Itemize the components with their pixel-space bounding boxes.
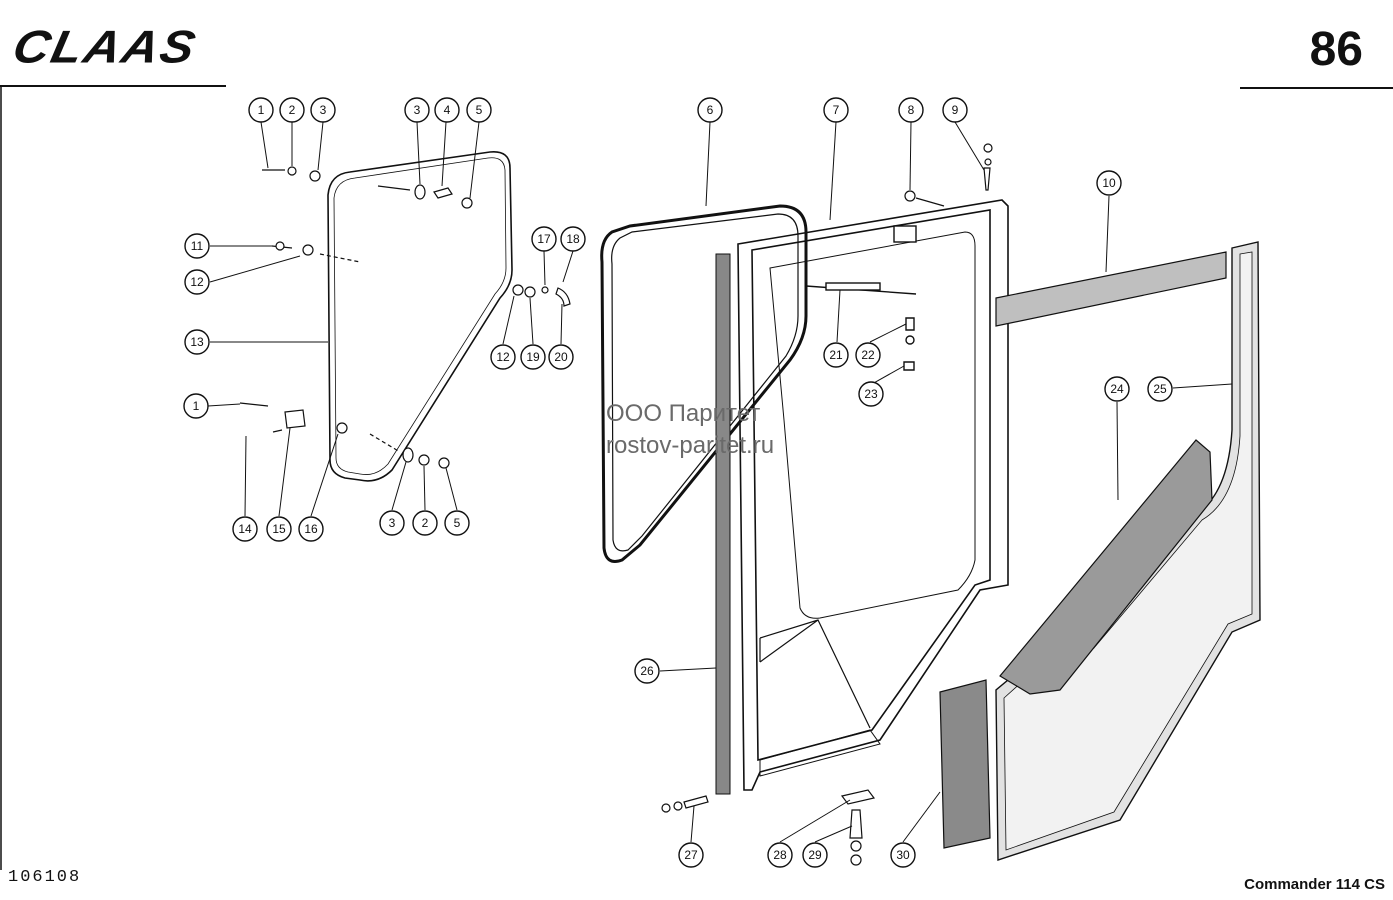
callout-14: 14 (232, 516, 258, 542)
callout-label: 9 (952, 103, 959, 117)
callout-label: 14 (238, 522, 252, 536)
callout-30: 30 (890, 842, 916, 868)
callout-12b: 12 (490, 344, 516, 370)
callout-21: 21 (823, 342, 849, 368)
callout-label: 24 (1110, 382, 1124, 396)
callout-9: 9 (942, 97, 968, 123)
drawing-number: 106108 (8, 868, 82, 887)
callout-26: 26 (634, 658, 660, 684)
callout-label: 27 (684, 848, 698, 862)
door-hardware (661, 143, 993, 866)
callout-20: 20 (548, 344, 574, 370)
callout-label: 3 (320, 103, 327, 117)
callout-label: 5 (454, 516, 461, 530)
callout-1: 1 (248, 97, 274, 123)
insulation-mat-upper (999, 439, 1213, 695)
callout-label: 23 (864, 387, 878, 401)
callout-label: 15 (272, 522, 286, 536)
callout-label: 2 (289, 103, 296, 117)
callout-13: 13 (184, 329, 210, 355)
insulation-mat-lower (939, 679, 991, 849)
callout-24: 24 (1104, 376, 1130, 402)
callout-1b: 1 (183, 393, 209, 419)
callout-label: 4 (444, 103, 451, 117)
callout-label: 19 (526, 350, 540, 364)
callout-5: 5 (466, 97, 492, 123)
leader-lines (207, 121, 1233, 843)
callout-label: 29 (808, 848, 822, 862)
callout-6: 6 (697, 97, 723, 123)
callout-label: 18 (566, 232, 580, 246)
page-number: 86 (1309, 23, 1363, 76)
callout-label: 10 (1102, 176, 1116, 190)
callout-label: 12 (496, 350, 510, 364)
callout-28: 28 (767, 842, 793, 868)
callout-label: 28 (773, 848, 787, 862)
callout-label: 1 (258, 103, 265, 117)
callout-label: 13 (190, 335, 204, 349)
callout-label: 1 (193, 399, 200, 413)
callout-12: 12 (184, 269, 210, 295)
callout-19: 19 (520, 344, 546, 370)
callout-label: 7 (833, 103, 840, 117)
callout-5b: 5 (444, 510, 470, 536)
callout-label: 3 (414, 103, 421, 117)
watermark-url: rostov-paritet.ru (606, 432, 775, 459)
callout-label: 5 (476, 103, 483, 117)
callout-3c: 3 (379, 510, 405, 536)
callout-8: 8 (898, 97, 924, 123)
panel-hardware (239, 166, 571, 469)
door-seal-frame (600, 204, 808, 563)
callout-7: 7 (823, 97, 849, 123)
watermark: ООО Паритет rostov-paritet.ru (606, 398, 774, 462)
callout-27: 27 (678, 842, 704, 868)
callout-label: 11 (191, 239, 204, 253)
callout-16: 16 (298, 516, 324, 542)
callout-label: 8 (908, 103, 915, 117)
door-main-frame (737, 199, 1009, 791)
callout-15: 15 (266, 516, 292, 542)
callout-label: 26 (640, 664, 654, 678)
model-name: Commander 114 CS (1244, 876, 1385, 893)
door-strip (715, 253, 731, 795)
callout-11: 11 (184, 233, 210, 259)
callouts: 1 2 3 3 4 5 6 7 8 9 10 11 12 13 17 18 12… (183, 97, 1173, 868)
callout-label: 6 (707, 103, 714, 117)
callout-label: 22 (861, 348, 875, 362)
watermark-company: ООО Паритет (606, 400, 761, 427)
callout-label: 30 (896, 848, 910, 862)
callout-label: 21 (829, 348, 843, 362)
callout-3: 3 (310, 97, 336, 123)
callout-label: 3 (389, 516, 396, 530)
callout-17: 17 (531, 226, 557, 252)
callout-2b: 2 (412, 510, 438, 536)
callout-label: 25 (1153, 382, 1167, 396)
callout-label: 17 (537, 232, 551, 246)
top-trim-strip (995, 251, 1227, 327)
callout-label: 20 (554, 350, 568, 364)
window-panel (327, 151, 513, 482)
callout-label: 2 (422, 516, 429, 530)
gas-strut (805, 225, 917, 371)
callout-3b: 3 (404, 97, 430, 123)
callout-22: 22 (855, 342, 881, 368)
callout-29: 29 (802, 842, 828, 868)
callout-2: 2 (279, 97, 305, 123)
callout-23: 23 (858, 381, 884, 407)
callout-10: 10 (1096, 170, 1122, 196)
callout-25: 25 (1147, 376, 1173, 402)
callout-18: 18 (560, 226, 586, 252)
callout-label: 12 (190, 275, 204, 289)
callout-label: 16 (304, 522, 318, 536)
callout-4: 4 (434, 97, 460, 123)
